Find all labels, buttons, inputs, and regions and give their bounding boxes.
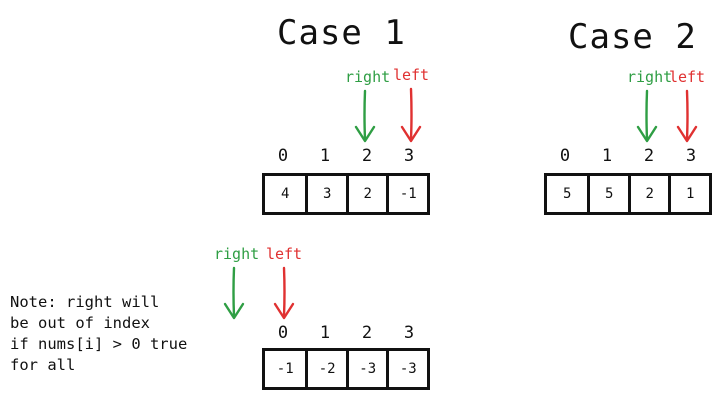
array-cell: 2 bbox=[627, 176, 669, 212]
right-pointer-label: right bbox=[214, 245, 260, 263]
negative-array-right-pointer: right bbox=[214, 245, 260, 322]
case-1-index-row: 0 1 2 3 bbox=[262, 148, 430, 165]
array-cell: 1 bbox=[668, 176, 709, 212]
array-cell: 2 bbox=[345, 176, 387, 212]
left-pointer-label: left bbox=[392, 66, 430, 84]
index-label: 2 bbox=[643, 146, 655, 166]
index-label: 0 bbox=[277, 146, 289, 166]
down-arrow-icon bbox=[223, 266, 245, 320]
case-1-left-pointer: left bbox=[391, 68, 431, 145]
case-1-cells: 4 3 2 -1 bbox=[262, 173, 430, 215]
index-label: 1 bbox=[319, 323, 331, 343]
case-2-title: Case 2 bbox=[568, 17, 697, 57]
down-arrow-icon bbox=[273, 266, 295, 320]
index-label: 0 bbox=[277, 323, 289, 343]
case-2-index-row: 0 1 2 3 bbox=[544, 148, 712, 165]
array-cell: -1 bbox=[276, 361, 294, 377]
array-cell: 5 bbox=[587, 176, 628, 212]
case-1-right-pointer: right bbox=[345, 68, 391, 145]
array-cell: 5 bbox=[562, 186, 572, 202]
down-arrow-icon bbox=[400, 87, 422, 143]
negative-array-cells: -1 -2 -3 -3 bbox=[262, 348, 430, 390]
negative-array-index-row: 0 1 2 3 bbox=[262, 325, 430, 342]
case-2-cells: 5 5 2 1 bbox=[544, 173, 712, 215]
case-1-title: Case 1 bbox=[277, 13, 406, 53]
negative-array-left-pointer: left bbox=[264, 247, 304, 322]
index-label: 1 bbox=[319, 146, 331, 166]
case-2-right-pointer: right bbox=[627, 68, 673, 145]
index-label: 2 bbox=[361, 323, 373, 343]
down-arrow-icon bbox=[676, 89, 698, 143]
array-cell: 3 bbox=[305, 176, 346, 212]
left-pointer-label: left bbox=[265, 245, 303, 263]
array-cell: -3 bbox=[386, 351, 427, 387]
right-pointer-label: right bbox=[627, 68, 673, 86]
note-text: Note: right will be out of index if nums… bbox=[10, 292, 187, 376]
array-cell: -3 bbox=[345, 351, 387, 387]
note-line: for all bbox=[10, 356, 76, 374]
index-label: 3 bbox=[403, 323, 415, 343]
case-2-array: 0 1 2 3 5 5 2 1 bbox=[544, 148, 712, 220]
index-label: 2 bbox=[361, 146, 373, 166]
case-1-array: 0 1 2 3 4 3 2 -1 bbox=[262, 148, 430, 220]
case-2-left-pointer: left bbox=[667, 70, 707, 145]
left-pointer-label: left bbox=[668, 68, 706, 86]
down-arrow-icon bbox=[636, 89, 658, 143]
note-line: be out of index bbox=[10, 314, 150, 332]
index-label: 3 bbox=[685, 146, 697, 166]
note-line: if nums[i] > 0 true bbox=[10, 335, 188, 353]
index-label: 3 bbox=[403, 146, 415, 166]
index-label: 1 bbox=[601, 146, 613, 166]
array-cell: -2 bbox=[305, 351, 346, 387]
right-pointer-label: right bbox=[345, 68, 391, 86]
down-arrow-icon bbox=[354, 89, 376, 143]
array-cell: 4 bbox=[280, 186, 290, 202]
note-line: Note: right will bbox=[10, 293, 160, 311]
index-label: 0 bbox=[559, 146, 571, 166]
array-cell: -1 bbox=[386, 176, 427, 212]
negative-array: 0 1 2 3 -1 -2 -3 -3 bbox=[262, 325, 430, 397]
